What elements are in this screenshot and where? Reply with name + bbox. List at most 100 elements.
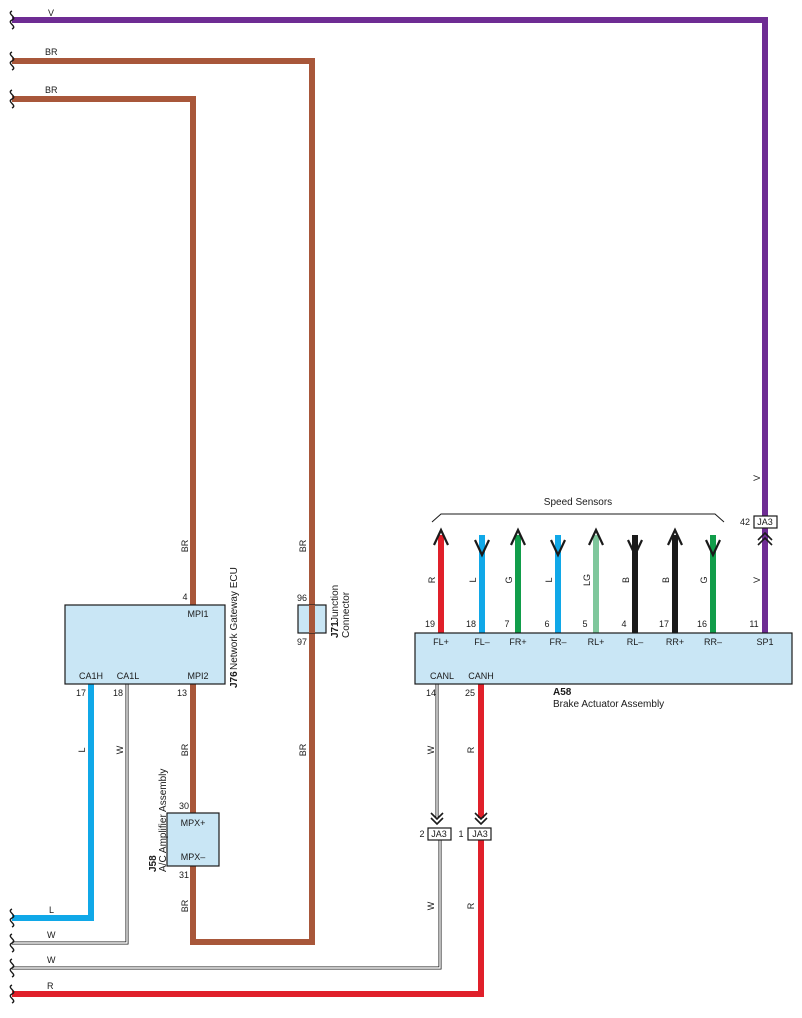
sensor-pin-num-rlm: 4 xyxy=(621,619,626,629)
j71-code: J71 xyxy=(330,621,341,638)
ja3-chevron-r xyxy=(474,812,488,826)
j71-pin-num-top: 96 xyxy=(297,593,307,603)
a58-pin-num-canl: 14 xyxy=(426,688,436,698)
sensor-wire-color-rrm: G xyxy=(699,576,709,583)
wire-label-w-canl-low: W xyxy=(426,901,436,910)
wire-label-w-bottom2: W xyxy=(47,955,56,965)
j58-pin-mpxp: MPX+ xyxy=(181,818,206,828)
wire-label-br-j71-top: BR xyxy=(298,539,308,552)
sensor-pin-rlp: RL+ xyxy=(588,637,605,647)
sensor-pin-frm: FR– xyxy=(549,637,566,647)
ja3-box-r xyxy=(467,827,492,841)
wire-label-r-bottom: R xyxy=(47,981,54,991)
ja3-label-w: JA3 xyxy=(431,829,447,839)
sensor-pin-num-flm: 18 xyxy=(466,619,476,629)
ja3-label-v: JA3 xyxy=(757,517,773,527)
j76-box xyxy=(64,604,226,685)
wire-br-j71-down xyxy=(190,633,315,945)
wire-v-top xyxy=(12,17,768,516)
sensor-arrow-down-icon xyxy=(705,539,721,558)
wire-w-bottom2-inner xyxy=(12,840,441,969)
a58-pin-canl: CANL xyxy=(430,671,454,681)
wire-label-br-top2: BR xyxy=(45,85,58,95)
j76-pin-num-ca1h: 17 xyxy=(76,688,86,698)
sensor-arrow-down-icon xyxy=(550,539,566,558)
j76-pin-ca1l: CA1L xyxy=(117,671,140,681)
sensor-wire-color-frp: G xyxy=(504,576,514,583)
sensor-wire-color-flp: R xyxy=(427,576,437,583)
wire-r-canh-lower xyxy=(12,840,484,997)
wire-label-v-top: V xyxy=(48,8,54,18)
sensor-pin-flm: FL– xyxy=(474,637,490,647)
sensor-pin-num-flp: 19 xyxy=(425,619,435,629)
sensor-pin-num-frm: 6 xyxy=(544,619,549,629)
j58-name: A/C Amplifier Assembly xyxy=(158,769,169,872)
sensor-pin-rrm: RR– xyxy=(704,637,722,647)
j71-name2: Connector xyxy=(341,591,352,638)
wire-br-top2 xyxy=(12,96,196,605)
j76-pin-ca1h: CA1H xyxy=(79,671,103,681)
j76-name: Network Gateway ECU xyxy=(229,567,240,670)
wire-br-top1 xyxy=(12,58,315,605)
ja3-label-r: JA3 xyxy=(472,829,488,839)
sensor-pin-num-rrp: 17 xyxy=(659,619,669,629)
a58-pin-canh: CANH xyxy=(468,671,494,681)
wire-label-br-mpi1: BR xyxy=(180,539,190,552)
wire-label-l-bottom: L xyxy=(49,905,54,915)
wire-label-br-j71-bot: BR xyxy=(298,743,308,756)
wire-w-ca1l-inner xyxy=(12,684,128,944)
sensor-arrow-up-icon xyxy=(433,527,449,546)
wire-label-r-canh: R xyxy=(466,746,476,753)
sensor-wire-color-rrp: B xyxy=(661,577,671,583)
a58-pin-sp1: SP1 xyxy=(756,637,773,647)
j76-pin-num-mpi1: 4 xyxy=(182,592,187,602)
a58-name: Brake Actuator Assembly xyxy=(553,699,664,710)
sensor-pin-flp: FL+ xyxy=(433,637,449,647)
sensor-pin-num-frp: 7 xyxy=(504,619,509,629)
wire-label-br-top1: BR xyxy=(45,47,58,57)
a58-pin-num-sp1: 11 xyxy=(749,619,758,629)
wire-l-ca1h xyxy=(12,684,94,921)
wire-label-br-mpi2: BR xyxy=(180,743,190,756)
wire-label-r-canh-low: R xyxy=(466,902,476,909)
j76-pin-mpi1: MPI1 xyxy=(187,609,208,619)
j76-pin-num-mpi2: 13 xyxy=(177,688,187,698)
ja3-pin-num-r: 1 xyxy=(458,829,463,839)
wire-w-bottom2-outer xyxy=(12,840,442,970)
j58-pin-num-mpxp: 30 xyxy=(179,801,189,811)
wire-label-br-mpx: BR xyxy=(180,899,190,912)
speed-sensor-pins: R19FL+L18FL–G7FR+L6FR–LG5RL+B4RL–B17RR+G… xyxy=(425,574,722,647)
sensor-arrow-up-icon xyxy=(510,527,526,546)
j58-box xyxy=(166,812,220,867)
j76-pin-mpi2: MPI2 xyxy=(187,671,208,681)
a58-box xyxy=(414,632,793,685)
wire-label-w-ca1l: W xyxy=(115,745,125,754)
j71-pin-num-bottom: 97 xyxy=(297,637,307,647)
wire-w-ca1l-outer xyxy=(12,684,129,945)
sensor-pin-num-rlp: 5 xyxy=(582,619,587,629)
wire-label-w-canl: W xyxy=(426,745,436,754)
sensor-arrow-up-icon xyxy=(588,527,604,546)
sensor-pin-frp: FR+ xyxy=(509,637,526,647)
sensor-arrow-up-icon xyxy=(667,527,683,546)
a58-code: A58 xyxy=(553,687,572,698)
wire-label-l-ca1h: L xyxy=(77,747,87,752)
ja3-box-w xyxy=(427,827,452,841)
wire-break-marks xyxy=(9,10,15,1004)
sensor-wire-color-frm: L xyxy=(544,577,554,582)
ja3-pin-num-w: 2 xyxy=(419,829,424,839)
j58-pin-num-mpxm: 31 xyxy=(179,870,189,880)
speed-sensor-wires xyxy=(433,527,721,633)
j58-code: J58 xyxy=(148,855,159,872)
sensor-arrow-down-icon xyxy=(474,539,490,558)
ja3-pin-num-v: 42 xyxy=(740,517,750,527)
wire-label-w-bottom1: W xyxy=(47,930,56,940)
ja3-chevron-w xyxy=(430,812,444,826)
sensor-wire-color-rlp: LG xyxy=(582,574,592,586)
j76-code: J76 xyxy=(229,671,240,688)
sensor-wire-color-flm: L xyxy=(468,577,478,582)
sensor-pin-rlm: RL– xyxy=(627,637,644,647)
speed-sensors-title: Speed Sensors xyxy=(544,497,612,508)
j76-pin-num-ca1l: 18 xyxy=(113,688,123,698)
